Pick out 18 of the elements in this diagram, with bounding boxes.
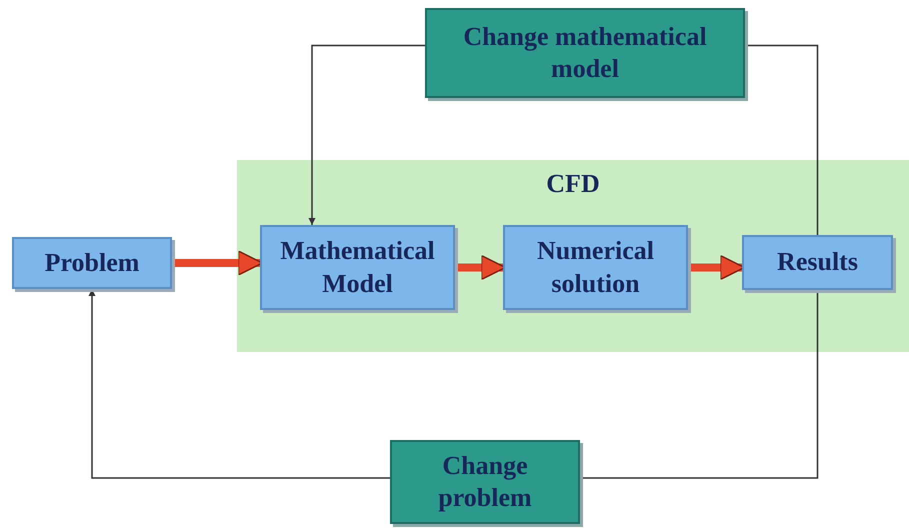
process-box — [260, 225, 455, 310]
group-title: CFD — [545, 168, 601, 200]
box-label: Change problem — [437, 450, 533, 514]
process-box — [425, 8, 745, 98]
process-box — [503, 225, 688, 310]
group-band — [237, 160, 909, 352]
process-box — [742, 235, 893, 290]
process-box — [12, 237, 172, 289]
connector-line — [88, 289, 390, 479]
box-label: Results — [776, 246, 859, 278]
connector-line — [308, 44, 425, 225]
connector-line — [745, 44, 818, 235]
box-label: Numerical solution — [536, 235, 655, 300]
box-label: Mathematical Model — [279, 235, 436, 300]
connector-line — [580, 290, 818, 479]
box-label: Change mathematical model — [462, 20, 708, 85]
process-box — [390, 440, 580, 524]
box-label: Problem — [44, 246, 140, 279]
